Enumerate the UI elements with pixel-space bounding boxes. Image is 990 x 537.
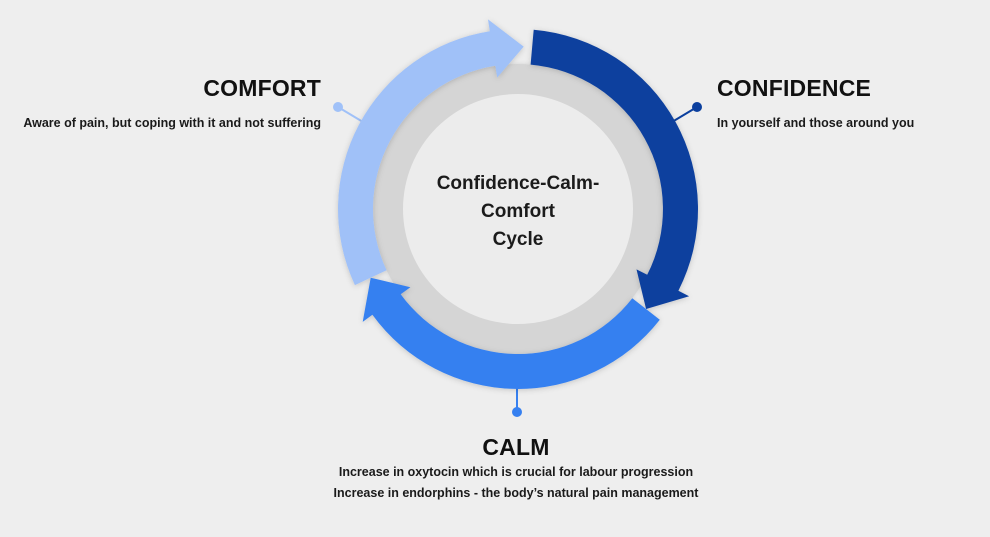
comfort-arc-arrow: [338, 19, 524, 286]
calm-label-block: CALM Increase in oxytocin which is cruci…: [290, 433, 742, 503]
confidence-title: CONFIDENCE: [717, 75, 872, 101]
comfort-label-block: COMFORT Aware of pain, but coping with i…: [0, 74, 321, 133]
confidence-label-block: CONFIDENCE In yourself and those around …: [717, 74, 977, 133]
comfort-connector-dot: [333, 102, 343, 112]
center-title: Confidence-Calm- Comfort Cycle: [418, 170, 618, 254]
center-title-line2: Comfort: [481, 201, 555, 222]
cycle-arcs: [338, 19, 699, 389]
calm-connector-dot: [512, 407, 522, 417]
calm-description-line2: Increase in endorphins - the body’s natu…: [333, 486, 699, 500]
calm-description-line1: Increase in oxytocin which is crucial fo…: [338, 465, 694, 479]
confidence-connector-dot: [692, 102, 702, 112]
center-title-line1: Confidence-Calm-: [436, 173, 600, 194]
calm-title: CALM: [482, 434, 550, 460]
calm-arc-arrow: [362, 277, 660, 389]
comfort-title: COMFORT: [203, 75, 321, 101]
confidence-arc-arrow: [530, 29, 699, 309]
comfort-description: Aware of pain, but coping with it and no…: [23, 116, 321, 130]
center-title-line3: Cycle: [492, 229, 544, 250]
inner-disc: [403, 94, 633, 324]
confidence-description: In yourself and those around you: [717, 116, 915, 130]
